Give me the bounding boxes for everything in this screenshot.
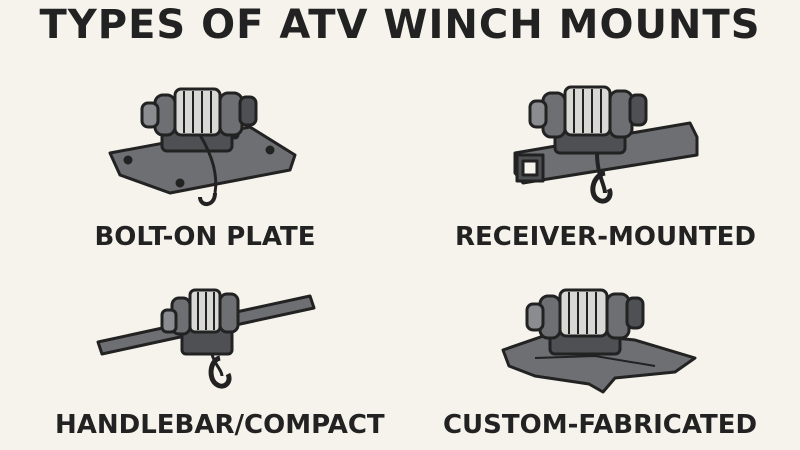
mount-handlebar-compact — [90, 280, 320, 400]
mount-label-handlebar-compact: HANDLEBAR/COMPACT — [55, 410, 385, 440]
page-title: TYPES OF ATV WINCH MOUNTS — [39, 2, 761, 48]
mount-receiver-mounted — [505, 75, 705, 215]
mount-custom-fabricated — [495, 280, 705, 400]
winch-bolt-on-plate-icon — [108, 87, 297, 206]
mount-label-receiver-mounted: RECEIVER-MOUNTED — [455, 222, 756, 252]
winch-receiver-mounted-icon — [513, 85, 699, 204]
winch-custom-fabricated-icon — [501, 288, 697, 394]
mount-label-custom-fabricated: CUSTOM-FABRICATED — [442, 410, 758, 440]
mount-label-bolt-on-plate: BOLT-ON PLATE — [94, 222, 316, 252]
mount-bolt-on-plate — [100, 75, 310, 215]
winch-handlebar-compact-icon — [96, 288, 316, 389]
